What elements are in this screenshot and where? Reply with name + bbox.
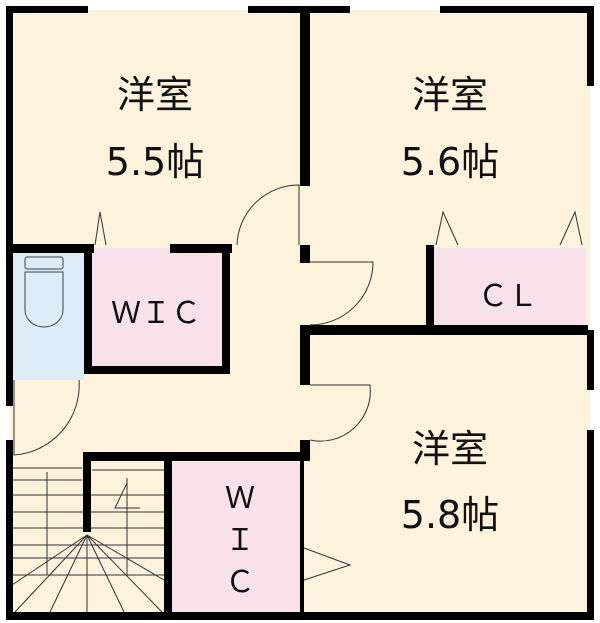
room-1-size: 5.5帖 bbox=[106, 140, 204, 184]
room-1-name: 洋室 bbox=[117, 73, 193, 117]
toilet-icon bbox=[24, 256, 64, 328]
wic-lower-label-c: Ｃ bbox=[225, 565, 255, 600]
doors bbox=[13, 184, 583, 581]
stairs bbox=[11, 467, 165, 613]
wic-upper-room bbox=[92, 248, 222, 368]
room-2-size: 5.6帖 bbox=[401, 140, 499, 184]
wic-upper-label: ＷＩＣ bbox=[111, 296, 201, 331]
wic-lower-room bbox=[172, 462, 302, 612]
walls bbox=[6, 6, 594, 620]
cl-label: ＣＬ bbox=[478, 279, 538, 314]
wic-lower-label-w: Ｗ bbox=[225, 481, 255, 516]
room-3-name: 洋室 bbox=[412, 427, 488, 471]
room-3-size: 5.8帖 bbox=[401, 493, 499, 537]
cl-closet bbox=[432, 248, 586, 328]
room-2-name: 洋室 bbox=[412, 73, 488, 117]
wic-lower-label-i: Ｉ bbox=[225, 523, 255, 558]
